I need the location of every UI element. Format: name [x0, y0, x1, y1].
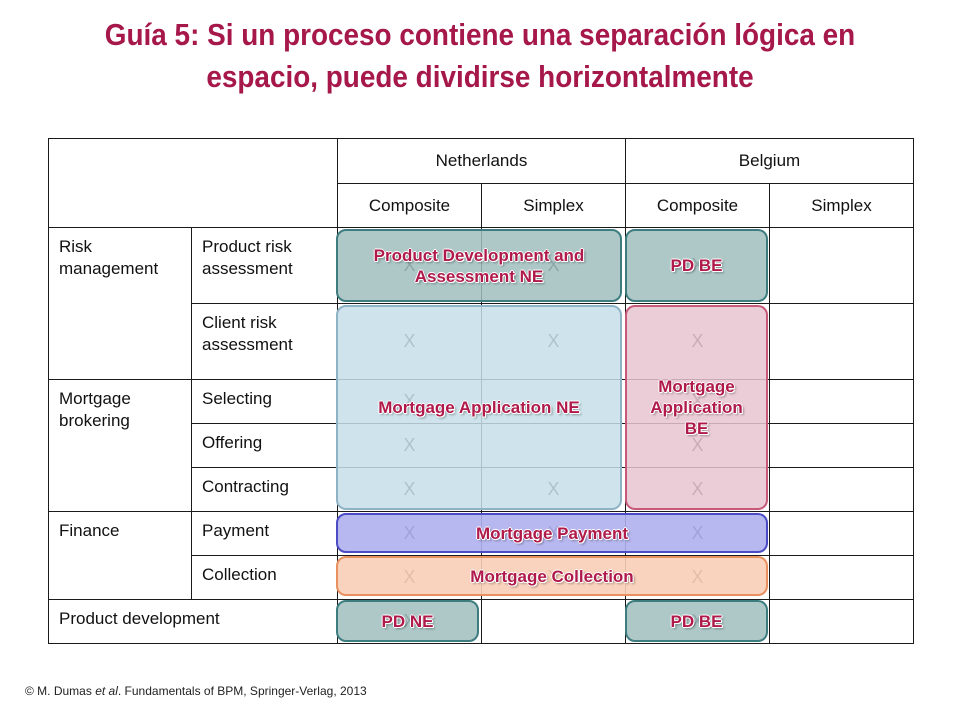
empty-cell [769, 467, 914, 512]
header-simplex-be: Simplex [769, 183, 914, 228]
header-netherlands: Netherlands [337, 138, 626, 184]
overlay-product-development-assessment-ne[interactable]: Product Development and Assessment NE [336, 229, 622, 302]
overlay-pd-be-top[interactable]: PD BE [625, 229, 768, 302]
empty-cell [769, 303, 914, 380]
row-offering: Offering [191, 423, 338, 468]
row-group-mortgage-brokering: Mortgage brokering [48, 379, 192, 512]
footer-etal: et al [95, 684, 118, 698]
empty-cell [769, 379, 914, 424]
overlay-mortgage-collection[interactable]: Mortgage Collection [336, 556, 768, 596]
header-simplex-nl: Simplex [481, 183, 626, 228]
overlay-pd-be-bottom[interactable]: PD BE [625, 600, 768, 642]
overlay-mortgage-payment[interactable]: Mortgage Payment [336, 513, 768, 553]
empty-cell [769, 227, 914, 304]
footer-suffix: . Fundamentals of BPM, Springer-Verlag, … [117, 684, 367, 698]
row-product-risk-assessment: Product risk assessment [191, 227, 338, 304]
row-group-risk-management: Risk management [48, 227, 192, 380]
overlay-mortgage-application-ne[interactable]: Mortgage Application NE [336, 305, 622, 510]
empty-cell [769, 511, 914, 556]
row-selecting: Selecting [191, 379, 338, 424]
row-product-development: Product development [48, 599, 338, 644]
row-contracting: Contracting [191, 467, 338, 512]
footer-citation: © M. Dumas et al. Fundamentals of BPM, S… [25, 684, 367, 698]
empty-cell [769, 555, 914, 600]
header-belgium: Belgium [625, 138, 914, 184]
overlay-mortgage-application-be[interactable]: Mortgage Application BE [625, 305, 768, 510]
header-composite-nl: Composite [337, 183, 482, 228]
row-group-finance: Finance [48, 511, 192, 600]
footer-prefix: © M. Dumas [25, 684, 96, 698]
corner-cell [48, 138, 338, 228]
overlay-pd-ne[interactable]: PD NE [336, 600, 479, 642]
row-client-risk-assessment: Client risk assessment [191, 303, 338, 380]
header-composite-be: Composite [625, 183, 770, 228]
empty-cell [769, 423, 914, 468]
empty-cell [769, 599, 914, 644]
row-collection: Collection [191, 555, 338, 600]
slide-title: Guía 5: Si un proceso contiene una separ… [104, 17, 856, 94]
empty-cell [481, 599, 626, 644]
row-payment: Payment [191, 511, 338, 556]
